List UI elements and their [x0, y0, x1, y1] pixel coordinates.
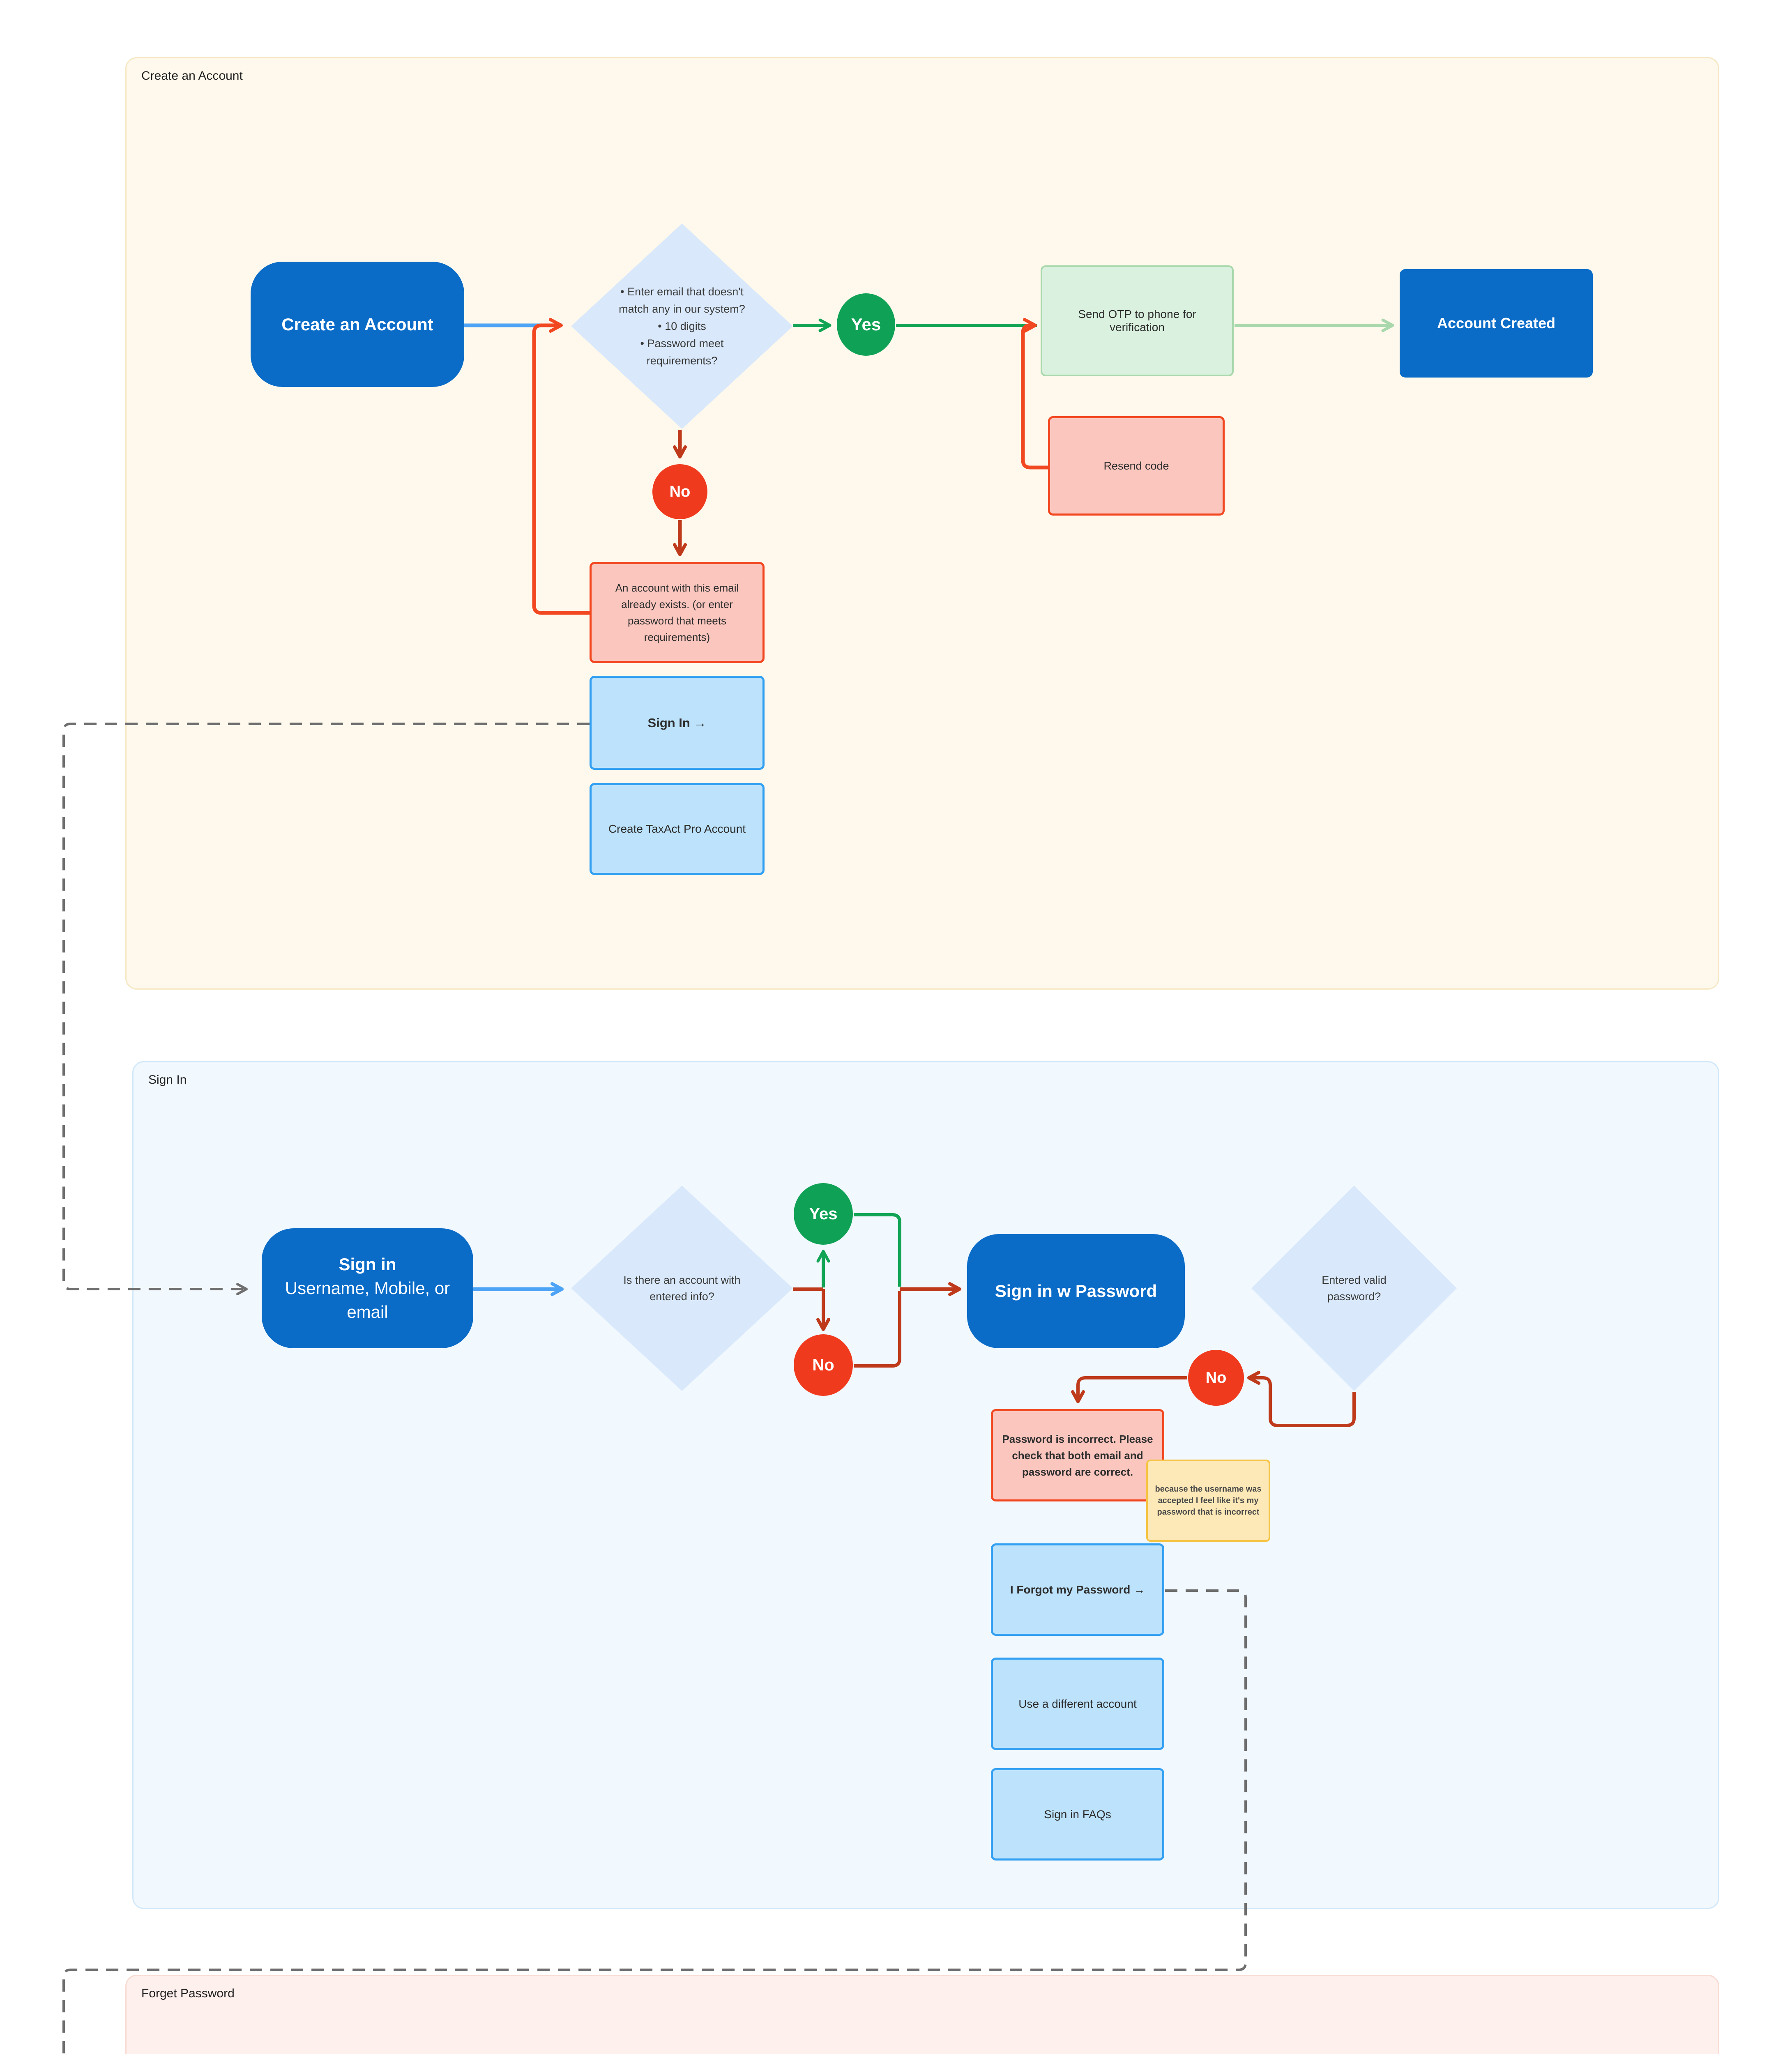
- frame-create-an-account[interactable]: Create an Account: [125, 57, 1719, 990]
- use-different-account-button[interactable]: Use a different account: [991, 1658, 1164, 1750]
- password-incorrect-error-box[interactable]: Password is incorrect. Please check that…: [991, 1409, 1164, 1501]
- yes-badge[interactable]: Yes: [837, 293, 895, 356]
- sign-in-with-password-node[interactable]: Sign in w Password: [967, 1234, 1185, 1348]
- signup-validation-bullets: Enter email that doesn't match any in ou…: [612, 283, 752, 369]
- frame-sign-in[interactable]: Sign In: [132, 1061, 1719, 1909]
- sign-in-faqs-button[interactable]: Sign in FAQs: [991, 1768, 1164, 1861]
- sign-in-button[interactable]: Sign In →: [590, 676, 765, 770]
- frame-label: Forget Password: [141, 1987, 235, 2000]
- resend-code-box[interactable]: Resend code: [1048, 416, 1225, 516]
- frame-label: Create an Account: [141, 69, 243, 83]
- send-otp-box[interactable]: Send OTP to phone for verification: [1041, 265, 1234, 376]
- sign-in-node-subtitle: Username, Mobile, or email: [285, 1278, 450, 1322]
- sign-in-node[interactable]: Sign in Username, Mobile, or email: [262, 1228, 473, 1348]
- yes-badge[interactable]: Yes: [794, 1183, 853, 1245]
- create-account-node[interactable]: Create an Account: [251, 262, 464, 387]
- create-account-node-label: Create an Account: [281, 314, 433, 334]
- create-taxact-pro-button[interactable]: Create TaxAct Pro Account: [590, 783, 765, 875]
- no-badge[interactable]: No: [794, 1334, 853, 1396]
- email-exists-error-box[interactable]: An account with this email already exist…: [590, 562, 765, 663]
- frame-forget-password[interactable]: Forget Password: [125, 1975, 1719, 2054]
- sign-in-node-title: Sign in: [339, 1255, 396, 1274]
- no-badge[interactable]: No: [652, 464, 707, 519]
- account-created-node[interactable]: Account Created: [1400, 269, 1593, 378]
- forgot-password-button[interactable]: I Forgot my Password →: [991, 1543, 1164, 1636]
- password-sticky-note[interactable]: because the username was accepted I feel…: [1146, 1460, 1270, 1542]
- no-badge[interactable]: No: [1188, 1350, 1244, 1406]
- frame-label: Sign In: [148, 1073, 187, 1087]
